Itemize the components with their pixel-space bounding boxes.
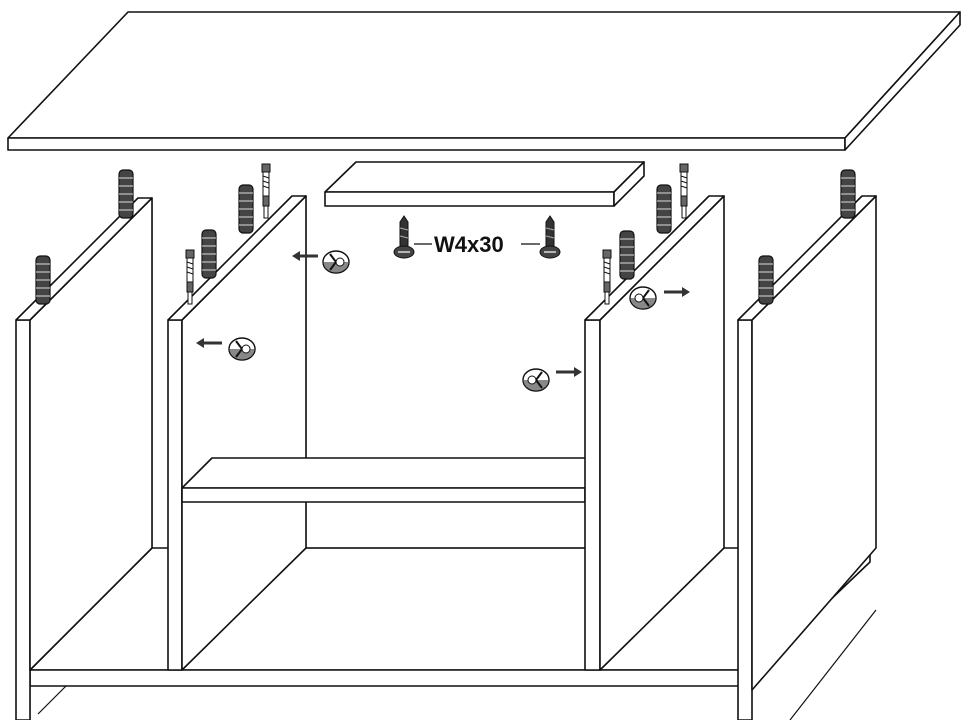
middle-fixed-shelf bbox=[181, 457, 601, 503]
screw-label: W4x30 bbox=[434, 232, 504, 257]
inner-left-divider bbox=[167, 195, 307, 671]
small-shelf bbox=[324, 161, 645, 207]
screw-label-group: W4x30 bbox=[414, 232, 540, 257]
top-panel bbox=[7, 11, 961, 151]
outer-left-side bbox=[15, 197, 153, 720]
inner-right-divider bbox=[584, 195, 725, 671]
